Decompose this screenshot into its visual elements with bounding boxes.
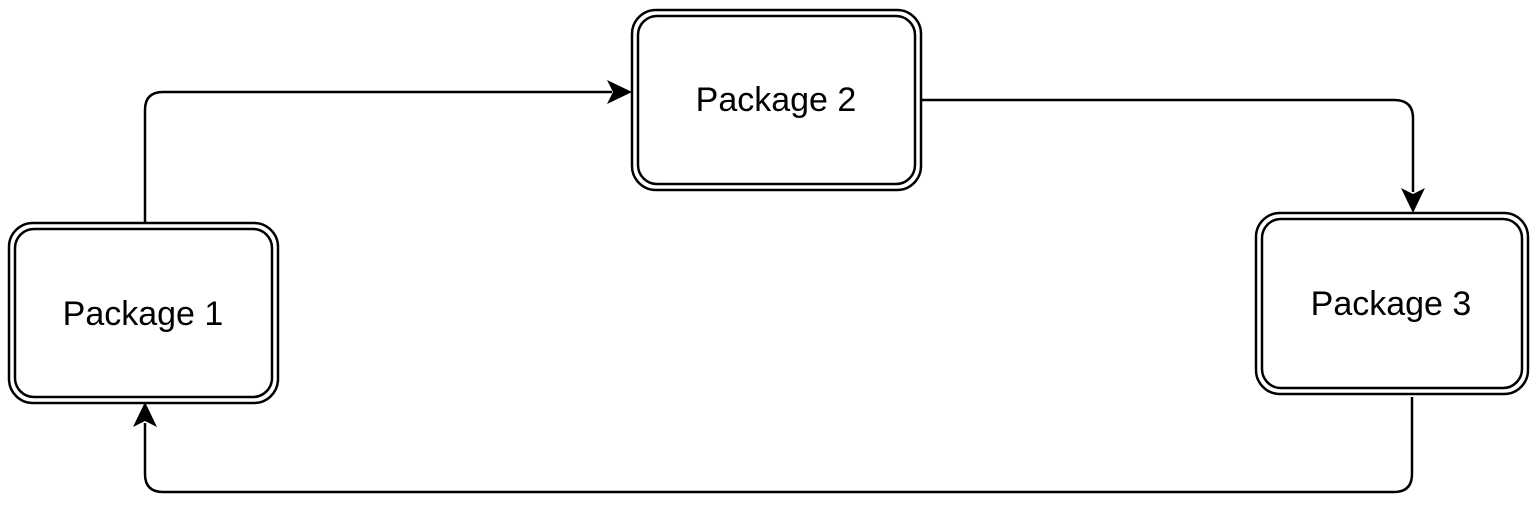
node-package-2[interactable]: Package 2 [630, 8, 923, 192]
node-package-3-label: Package 3 [1311, 285, 1472, 323]
edge-package-3-to-package-1 [143, 397, 1414, 494]
arrowhead-to-package-1 [133, 402, 157, 427]
arrowhead-to-package-3 [1401, 188, 1425, 213]
node-package-2-inner-border [636, 14, 917, 186]
edge-package-2-to-package-3 [921, 98, 1415, 192]
edge-package-1-to-package-2 [143, 90, 612, 222]
arrowhead-to-package-2 [607, 80, 632, 104]
node-package-3[interactable]: Package 3 [1254, 211, 1530, 396]
node-package-2-label: Package 2 [696, 81, 857, 119]
node-package-1[interactable]: Package 1 [7, 221, 280, 405]
node-package-1-inner-border [13, 227, 274, 399]
node-package-3-inner-border [1260, 217, 1524, 390]
node-package-1-label: Package 1 [63, 295, 224, 333]
